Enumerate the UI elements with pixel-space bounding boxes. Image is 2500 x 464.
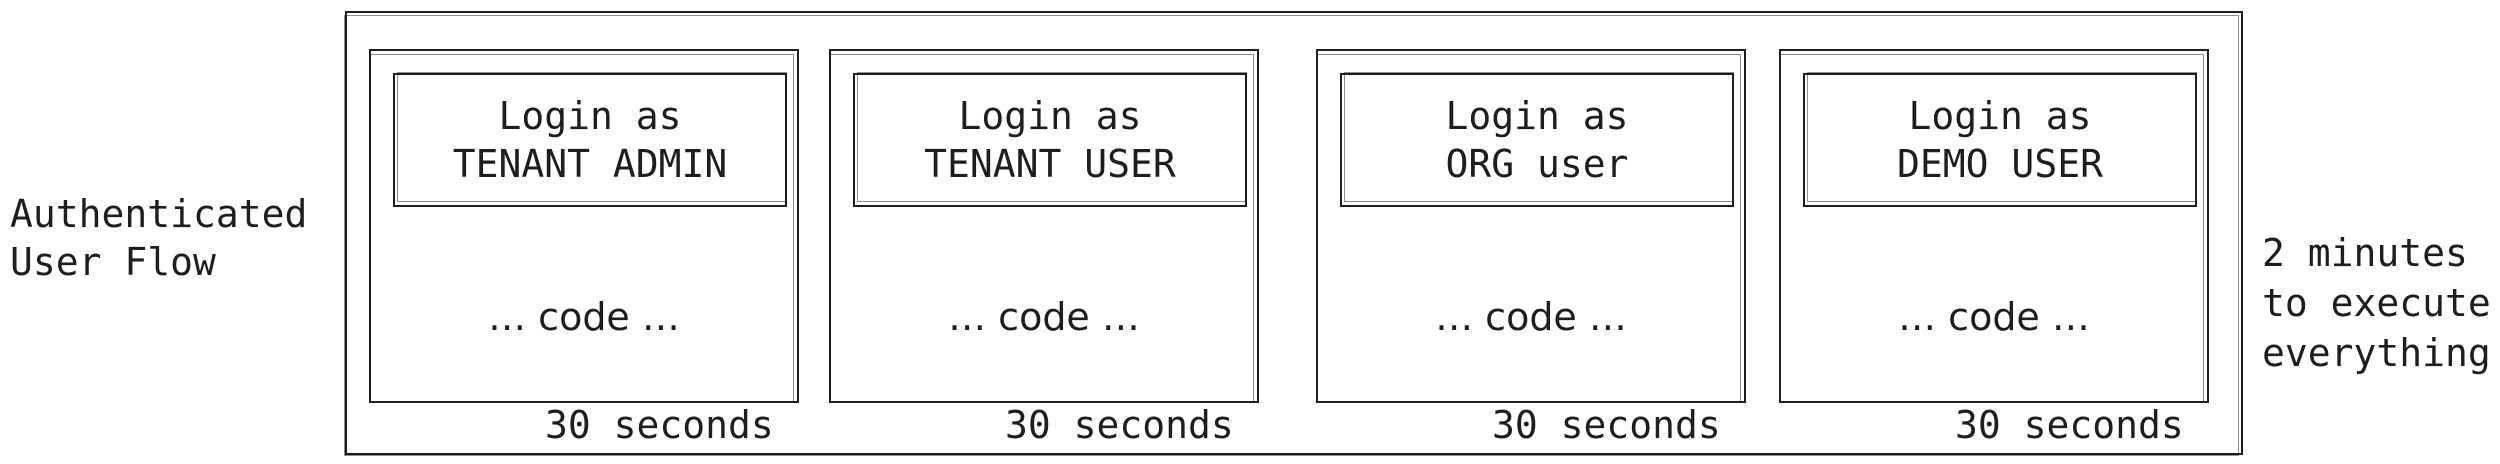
demo-user-card: Login as DEMO USER … code …: [1779, 49, 2209, 403]
user-flow-container: Login as TENANT ADMIN … code … 30 second…: [344, 11, 2243, 456]
code-placeholder: … code …: [488, 295, 680, 339]
tenant-user-card: Login as TENANT USER … code …: [829, 49, 1259, 403]
org-user-card: Login as ORG user … code …: [1316, 49, 1746, 403]
duration-label: 30 seconds: [545, 403, 774, 447]
duration-label: 30 seconds: [1955, 403, 2184, 447]
tenant-admin-card: Login as TENANT ADMIN … code …: [369, 49, 799, 403]
total-execution-time-label: 2 minutes to execute everything: [2262, 231, 2491, 375]
login-box-tenant-admin: Login as TENANT ADMIN: [393, 72, 787, 207]
duration-label: 30 seconds: [1492, 403, 1721, 447]
code-placeholder: … code …: [1898, 295, 2090, 339]
login-box-tenant-user: Login as TENANT USER: [853, 72, 1247, 207]
login-box-demo-user: Login as DEMO USER: [1803, 72, 2197, 207]
authenticated-user-flow-label: Authenticated User Flow: [10, 192, 308, 284]
code-placeholder: … code …: [1435, 295, 1627, 339]
login-box-org-user: Login as ORG user: [1340, 72, 1734, 207]
duration-label: 30 seconds: [1005, 403, 1234, 447]
code-placeholder: … code …: [948, 295, 1140, 339]
